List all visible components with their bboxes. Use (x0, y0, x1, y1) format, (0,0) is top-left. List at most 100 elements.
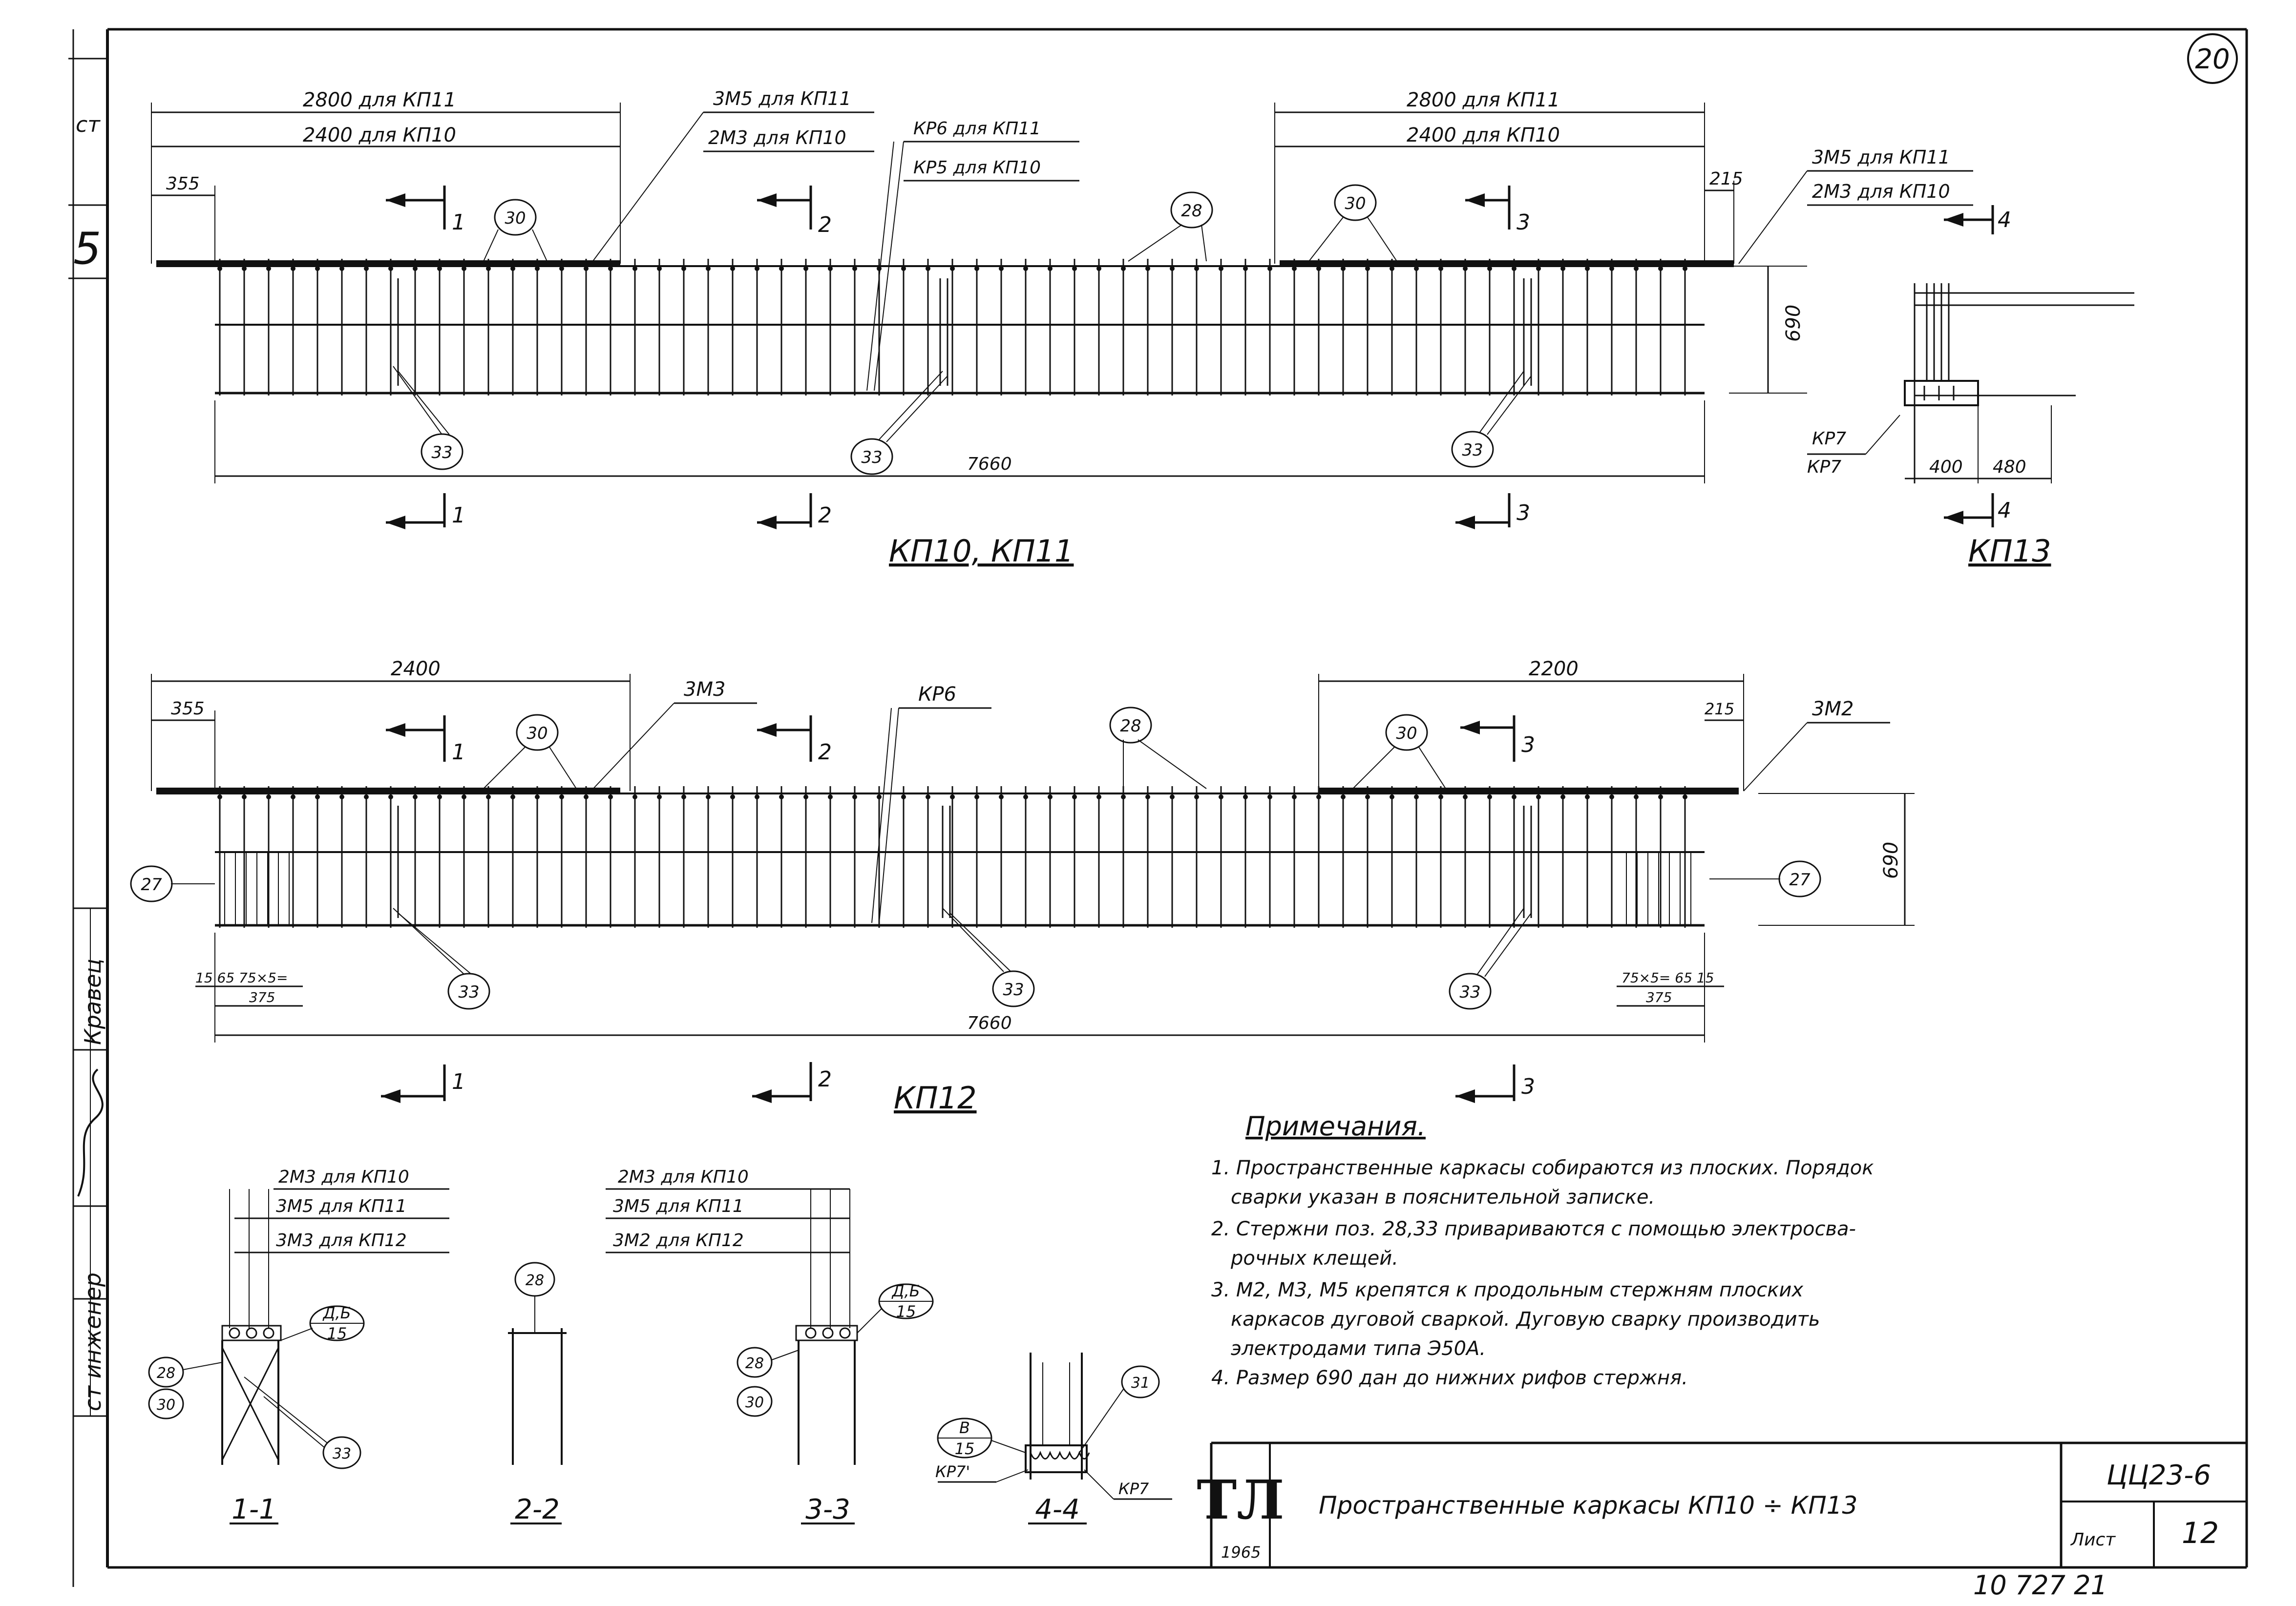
s33-mark-bot: 15 (896, 1302, 916, 1321)
pos-33-label-top-1: 33 (431, 443, 452, 462)
cut-1-mid-top: 1 (452, 740, 465, 765)
weld-dot (1683, 794, 1687, 799)
weld-dot (1219, 794, 1223, 799)
weld-dot (1658, 266, 1663, 271)
kp13-kr7-bottom: КР7 (1807, 457, 1841, 477)
weld-dot (901, 266, 906, 271)
signature-scribble (77, 1068, 104, 1197)
sheet-number: 12 (2182, 1516, 2219, 1550)
weld-dot (706, 266, 711, 271)
weld-dot (1365, 794, 1370, 799)
s44-kr7: КР7 (1118, 1480, 1149, 1498)
cut-3-mid-top: 3 (1521, 732, 1535, 757)
weld-dot (1390, 266, 1394, 271)
dim-215-kp12: 215 (1705, 700, 1734, 718)
weld-dot (339, 794, 344, 799)
dim-2400-kp10: 2400 для КП10 (303, 124, 456, 146)
notes-heading: Примечания. (1245, 1111, 1426, 1142)
s11-mark-bot: 15 (327, 1324, 347, 1343)
weld-dot (1048, 794, 1053, 799)
kp13-dim-480: 480 (1993, 457, 2026, 477)
weld-dot (632, 266, 637, 271)
section-1-1 (148, 1188, 449, 1524)
dim-355-kp12: 355 (171, 699, 205, 719)
s44-pos-31: 31 (1131, 1375, 1150, 1392)
series-code: ЦЦ23-6 (2106, 1460, 2211, 1491)
weld-dot (1072, 266, 1077, 271)
cut-1-top: 1 (452, 210, 465, 235)
cut-1-bottom: 1 (452, 503, 465, 528)
kp13-dim-400: 400 (1929, 457, 1963, 477)
weld-dot (828, 794, 833, 799)
weld-dot (926, 794, 930, 799)
weld-dot (217, 266, 222, 271)
weld-dot (1585, 794, 1590, 799)
dim-2800-kp11: 2800 для КП11 (303, 89, 456, 111)
weld-dot (1170, 266, 1175, 271)
dim-355: 355 (166, 174, 200, 194)
note-line-2: сварки указан в пояснительной записке. (1231, 1186, 1655, 1209)
weld-dot (291, 266, 295, 271)
weld-dot (584, 794, 589, 799)
weld-dot (1145, 794, 1150, 799)
note-kr6-kp12: КР6 (918, 683, 956, 706)
pos-33-label-top-2: 33 (861, 448, 882, 467)
weld-dot (974, 794, 979, 799)
weld-dot (1194, 266, 1199, 271)
weld-dot (315, 266, 320, 271)
pos-28-top (1128, 191, 1213, 262)
section-2-2 (508, 1262, 567, 1524)
s11-pos-28: 28 (157, 1365, 175, 1382)
weld-dot (535, 794, 540, 799)
title-kp12: КП12 (894, 1080, 977, 1116)
weld-dot (1560, 266, 1565, 271)
s33-line-1: 2М3 для КП10 (618, 1167, 749, 1187)
weld-dot (388, 794, 393, 799)
pos-30-top-right (1308, 184, 1397, 262)
s33-line-3: 3М2 для КП12 (613, 1231, 744, 1251)
note-3m5-kp11-right: 3М5 для КП11 (1812, 146, 1950, 168)
title-block (1210, 1441, 2247, 1567)
dim-2400-kp10-right: 2400 для КП10 (1407, 124, 1560, 146)
dim-2800-kp11-right: 2800 для КП11 (1407, 89, 1560, 111)
pos-33-top-1 (393, 366, 463, 470)
s44-title: 4-4 (1035, 1494, 1079, 1525)
weld-dot (1438, 266, 1443, 271)
title-kp10-kp11: КП10, КП11 (889, 533, 1074, 569)
weld-dot (266, 266, 271, 271)
weld-dot (803, 794, 808, 799)
weld-dot (828, 266, 833, 271)
note-kr5-kp10: КР5 для КП10 (913, 158, 1041, 178)
s11-pos-33: 33 (333, 1445, 351, 1462)
dim-690-kp12: 690 (1880, 842, 1902, 879)
title-text: Пространственные каркасы КП10 ÷ КП13 (1319, 1491, 1857, 1520)
weld-dot (1243, 266, 1248, 271)
pos-33-label-top-3: 33 (1462, 440, 1483, 460)
dim-left-small: 15 65 75×5= (195, 970, 288, 986)
weld-dot (1560, 794, 1565, 799)
weld-dot (1316, 794, 1321, 799)
cut-markers-mid (381, 715, 1516, 1103)
diag-bars-right (1523, 278, 1532, 386)
weld-dot (1023, 794, 1028, 799)
pos-30-label-mid-2: 30 (1396, 724, 1417, 743)
weld-dot (364, 794, 369, 799)
weld-dot (291, 794, 295, 799)
weld-dot (657, 266, 662, 271)
weld-dot (1487, 794, 1492, 799)
pos-33-top-2 (850, 371, 948, 475)
dim-left-375: 375 (249, 989, 275, 1005)
weld-dot (1512, 266, 1517, 271)
weld-dot (730, 266, 735, 271)
dim-215: 215 (1709, 169, 1743, 189)
pos-30-label-mid-1: 30 (527, 724, 548, 743)
dim-right-small: 75×5= 65 15 (1622, 970, 1714, 986)
section-3-3 (606, 1188, 934, 1524)
weld-dot (1438, 794, 1443, 799)
weld-dot (535, 266, 540, 271)
cut-2-bottom: 2 (818, 503, 832, 528)
weld-dot (1609, 794, 1614, 799)
s11-line-1: 2М3 для КП10 (278, 1167, 409, 1187)
weld-dot (681, 266, 686, 271)
